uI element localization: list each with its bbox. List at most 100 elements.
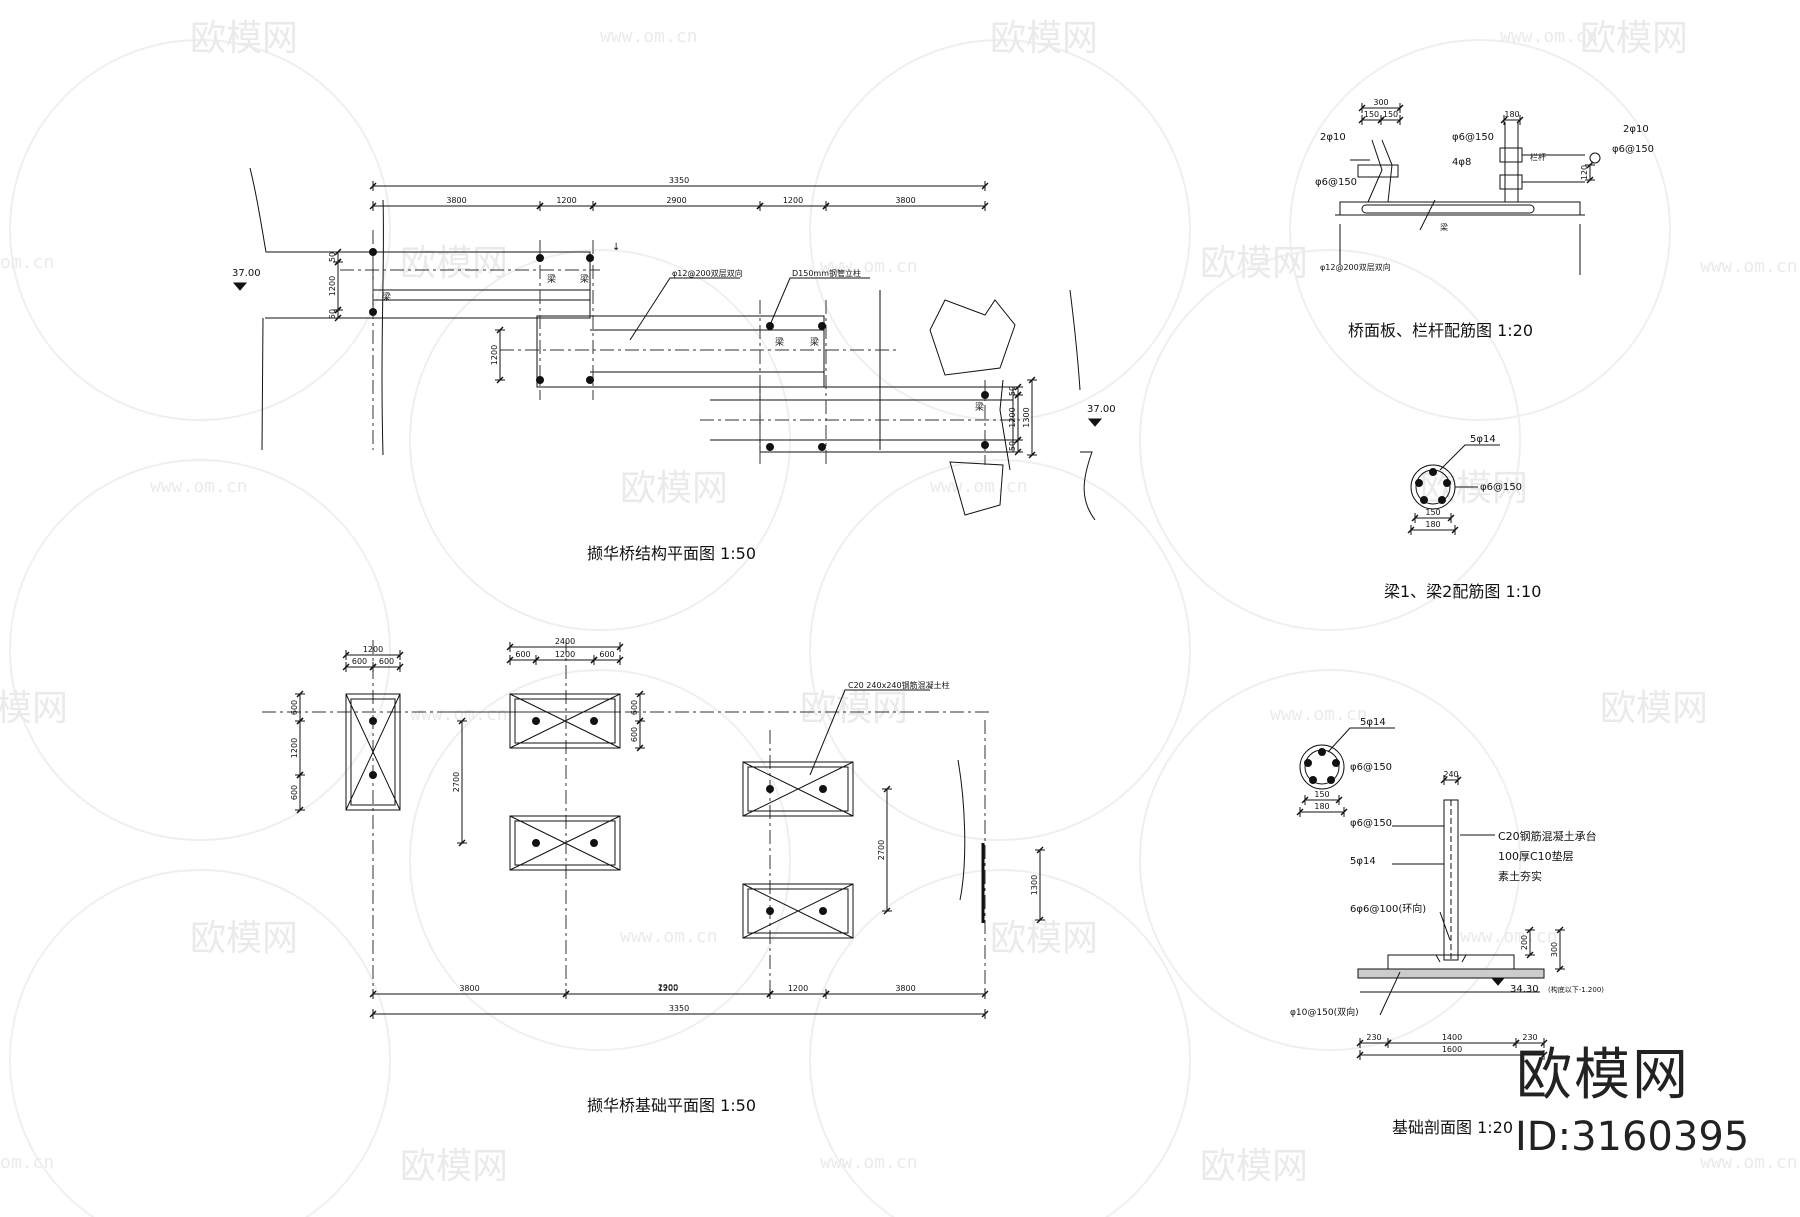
beam-dim-2-label: 180: [1425, 520, 1440, 529]
deck-leader: [1419, 199, 1436, 231]
column-dot: [766, 443, 774, 451]
footing-column-dot: [766, 907, 774, 915]
deck-curb: [1367, 139, 1383, 203]
beam-label-5: 梁: [810, 336, 819, 348]
found-dim-c2-label: 180: [1314, 802, 1329, 811]
rail-section-circle: [1589, 152, 1601, 164]
watermark-brand: 欧模网: [1200, 243, 1308, 284]
watermark-circle: [1139, 249, 1521, 631]
deck-slab-2: [536, 315, 825, 388]
deck-dim-side-label: 120: [1580, 165, 1589, 180]
watermark-url: www.om.cn: [1700, 1152, 1798, 1173]
dim-mid-label: 1200: [490, 345, 499, 365]
fdim-top-left-b-label: 600: [379, 657, 394, 666]
column-dot: [766, 322, 774, 330]
footing-1-inner: [350, 698, 396, 806]
watermark-url: www.om.cn: [1270, 704, 1368, 725]
footing-column-dot: [532, 717, 540, 725]
watermark-url: om.cn: [0, 1152, 54, 1173]
deck-dim-2-label: 150: [1364, 110, 1379, 119]
footing-3: [509, 815, 621, 871]
deck-rebar: [1361, 204, 1535, 214]
deck-label-i: 梁: [1440, 223, 1448, 232]
watermark-circle: [9, 459, 391, 841]
leader-fcol: [809, 689, 930, 776]
found-elevation-note: (构底以下-1.200): [1548, 985, 1604, 994]
watermark-brand: 欧模网: [990, 18, 1098, 59]
curb-top: [1357, 164, 1399, 178]
found-bed: [1357, 968, 1545, 979]
found-label-col-stirrup: φ6@150: [1350, 818, 1392, 829]
footing-column-dot: [819, 907, 827, 915]
column-dot: [586, 376, 594, 384]
beam-label-3: 梁: [580, 273, 589, 285]
footing-5: [742, 883, 854, 939]
watermark-brand: 欧模网: [800, 688, 908, 729]
rock-edge: [999, 379, 1011, 471]
fdim-bot-4-label: 1200: [788, 984, 808, 993]
watermark-brand: 欧模网: [1600, 688, 1708, 729]
watermark-brand: 欧模网: [1420, 468, 1528, 509]
found-rebar: [1318, 748, 1326, 756]
found-dim-b2-label: 1400: [1442, 1033, 1462, 1042]
found-label-base-bar: φ10@150(双向): [1290, 1006, 1359, 1018]
footing-4-inner: [747, 766, 849, 812]
footing-5-diag: [742, 883, 854, 939]
dim-top-3-label: 2900: [666, 196, 686, 205]
beam-rebar: [1415, 479, 1423, 487]
railing-bar: [1499, 147, 1523, 163]
dim-right-3-label: 50: [1008, 441, 1017, 451]
note-column: D150mm钢管立柱: [792, 268, 861, 278]
deck-detail-title: 桥面板、栏杆配筋图 1:20: [1348, 321, 1534, 340]
found-elev-mark: [1490, 977, 1506, 986]
leader-col: [769, 277, 870, 326]
found-leader-main: [1327, 727, 1395, 753]
found-haunch: [1435, 954, 1467, 963]
elevation-left: 37.00: [232, 268, 261, 279]
fdim-side-2-label: 1200: [290, 738, 299, 758]
watermark-url: www.om.cn: [1460, 926, 1558, 947]
footing-column-dot: [819, 785, 827, 793]
watermark-url: www.om.cn: [1500, 26, 1598, 47]
dim-top-1-label: 3800: [446, 196, 466, 205]
found-elevation: 34.30: [1510, 984, 1539, 995]
watermark-url: www.om.cn: [930, 476, 1028, 497]
plan-structure-title: 撷华桥结构平面图 1:50: [587, 544, 757, 563]
watermark-brand: 欧模网: [620, 468, 728, 509]
watermark-url: www.om.cn: [1700, 256, 1798, 277]
beam-rebar: [1438, 496, 1446, 504]
deck-label-a: 2φ10: [1320, 132, 1346, 143]
fdim-bot-2-label: 1200: [658, 984, 678, 993]
found-layer-3: 素土夯实: [1498, 869, 1542, 883]
deck-label-e: 2φ10: [1623, 124, 1649, 135]
fdim-top-mid-b-label: 1200: [555, 650, 575, 659]
watermark-url: www.om.cn: [820, 1152, 918, 1173]
footing-2: [509, 693, 621, 749]
found-dim-b3-label: 230: [1522, 1033, 1537, 1042]
deck-label-b: φ6@150: [1315, 177, 1357, 188]
deck-dim-1-label: 300: [1373, 98, 1388, 107]
watermark-url: om.cn: [0, 252, 54, 273]
foundation-section-title: 基础剖面图 1:20: [1392, 1118, 1514, 1137]
deck-label-c: φ6@150: [1452, 132, 1494, 143]
watermark-brand: 欧模网: [190, 918, 298, 959]
bank-curve-found: [957, 759, 966, 901]
watermark-brand: 欧模网: [400, 1146, 508, 1187]
bank-line-left-top: [249, 167, 373, 253]
watermark-url: www.om.cn: [150, 476, 248, 497]
footing-column-dot: [532, 839, 540, 847]
column-dot: [369, 248, 377, 256]
deck-dim-3-label: 150: [1383, 110, 1398, 119]
dim-top-2-label: 1200: [556, 196, 576, 205]
dim-left-3-label: 50: [328, 309, 337, 319]
deck-dim-4-label: 180: [1504, 110, 1519, 119]
fdim-vert-mid-label: 2700: [452, 772, 461, 792]
footing-column-dot: [766, 785, 774, 793]
watermark-brand: 欧模网: [1200, 1146, 1308, 1187]
elevation-right: 37.00: [1087, 404, 1116, 415]
beam-leader-main: [1439, 444, 1500, 471]
watermark-circle: [1289, 39, 1671, 421]
fdim-bot-5-label: 3800: [895, 984, 915, 993]
found-label-stirrup: φ6@150: [1350, 762, 1392, 773]
